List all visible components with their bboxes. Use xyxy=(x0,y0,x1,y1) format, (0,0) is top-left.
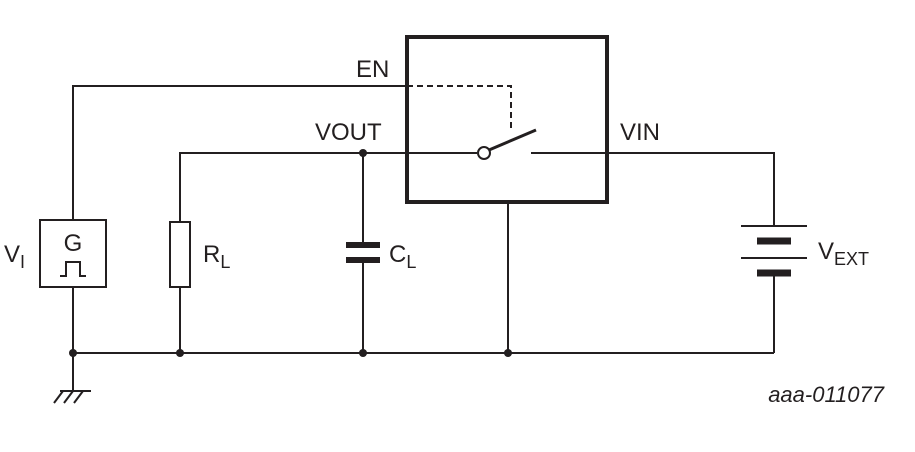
vout-wire xyxy=(179,152,477,222)
ground-hatch-3 xyxy=(73,390,84,404)
figure-id: aaa-011077 xyxy=(768,382,885,407)
en-label: EN xyxy=(356,56,389,83)
switch-blade xyxy=(488,128,537,152)
vout-label: VOUT xyxy=(315,119,382,146)
switch-pivot xyxy=(477,146,491,160)
vin-label: VIN xyxy=(620,119,660,146)
pulse-icon xyxy=(60,261,86,277)
en-wire xyxy=(72,85,407,220)
junction-dot-ground-3 xyxy=(359,349,367,357)
resistor-rl xyxy=(169,221,191,288)
junction-dot-ground-4 xyxy=(504,349,512,357)
enable-control-dashed-line xyxy=(407,85,512,131)
vext-label: VEXT xyxy=(818,238,869,269)
ground-hatch-1 xyxy=(53,390,64,404)
vin-wire xyxy=(607,152,775,226)
junction-dot-ground-2 xyxy=(176,349,184,357)
junction-dot-ground-1 xyxy=(69,349,77,357)
junction-dot-vout xyxy=(359,149,367,157)
cl-label: CL xyxy=(389,241,416,272)
ground-hatch-2 xyxy=(63,390,74,404)
rl-label: RL xyxy=(203,241,230,272)
generator-label: G xyxy=(64,230,83,257)
load-switch-box xyxy=(405,35,609,204)
vi-label: VI xyxy=(4,241,25,272)
